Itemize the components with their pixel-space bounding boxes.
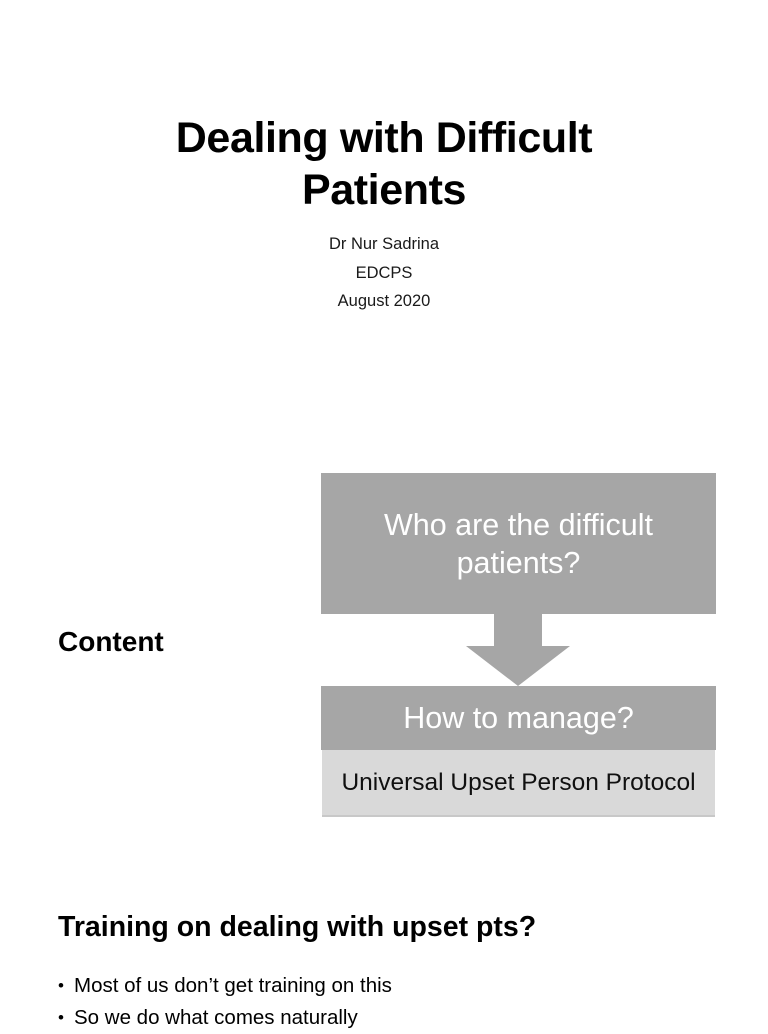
diagram-arrow-region: [321, 614, 716, 686]
diagram-box-universal-upset-person-protocol: Universal Upset Person Protocol: [322, 750, 715, 817]
training-slide-heading: Training on dealing with upset pts?: [58, 911, 537, 943]
title-subtitle-group: Dr Nur Sadrina EDCPS August 2020: [0, 230, 768, 316]
training-bullet-list: Most of us don’t get training on this So…: [58, 970, 718, 1034]
diagram-box-who-are-difficult-patients: Who are the difficult patients?: [321, 473, 716, 614]
diagram-box-top-label: Who are the difficult patients?: [384, 507, 653, 580]
training-slide: Training on dealing with upset pts? Most…: [58, 906, 718, 1034]
content-slide-heading: Content: [58, 626, 164, 657]
subtitle-organisation: EDCPS: [355, 263, 413, 282]
diagram-box-mid-label: How to manage?: [403, 701, 634, 735]
deck-title: Dealing with Difficult Patients: [175, 114, 593, 214]
list-item: So we do what comes naturally: [58, 1002, 718, 1034]
diagram-box-how-to-manage: How to manage?: [321, 686, 716, 750]
subtitle-date: August 2020: [337, 292, 431, 310]
down-arrow-icon: [466, 614, 570, 686]
content-flow-diagram: Who are the difficult patients? How to m…: [321, 473, 716, 817]
diagram-box-bottom-label: Universal Upset Person Protocol: [341, 768, 696, 796]
title-slide: Dealing with Difficult Patients Dr Nur S…: [0, 0, 768, 316]
list-item: Most of us don’t get training on this: [58, 970, 718, 1002]
subtitle-author: Dr Nur Sadrina: [328, 235, 440, 253]
